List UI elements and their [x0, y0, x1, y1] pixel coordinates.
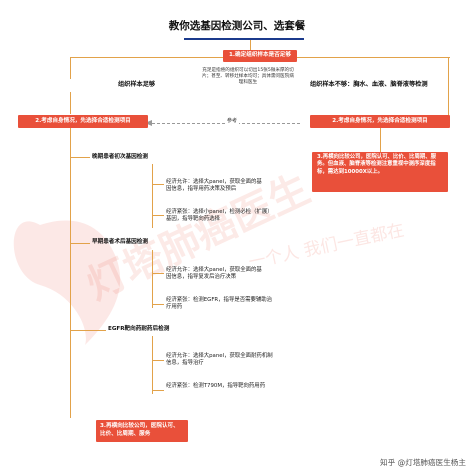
connector [70, 57, 71, 79]
early-post-label: 早期患者术后基因检测 [92, 239, 148, 245]
connector [152, 273, 164, 274]
connector [250, 40, 251, 50]
step3-bottom-box: 3.再横向比较公司，医院认可、比价、比周期、服务 [96, 420, 188, 442]
egfr-tight-text: 经济紧张：检测T790M，指导靶向药用药 [166, 383, 266, 389]
connector [152, 390, 164, 391]
connector [152, 215, 164, 216]
egfr-rich-text: 经济允许：选择大panel，获取全面耐药机制信息，指导治疗 [166, 353, 273, 367]
connector [448, 57, 449, 115]
step3-right-box: 3.再横向比较公司，医院认可、比价、比周期、服务。但血液、脑脊液等检测注意重视中… [312, 152, 448, 192]
late-rich-text: 经济允许：选择大panel，获取全面的基因信息，指导用药决策及预后 [166, 179, 262, 193]
connector [152, 336, 153, 394]
connector [152, 304, 164, 305]
connector [70, 157, 90, 158]
egfr-resist-label: EGFR靶向药耐药后检测 [108, 326, 170, 332]
connector [152, 164, 153, 228]
late-first-label: 晚期患者初次基因检测 [92, 154, 148, 160]
connector [152, 250, 153, 308]
heart-watermark-icon [13, 220, 121, 345]
early-tight-text: 经济紧张：检测EGFR，指导是否需要辅助治疗用药 [166, 297, 273, 311]
reference-label: 参考 [225, 117, 240, 124]
connector [152, 360, 164, 361]
step2-right-box: 2.考虑自身情况，先选择合适检测项目 [310, 115, 450, 128]
right-branch-label: 组织样本不够：胸水、血液、脑脊液等检测 [310, 81, 428, 88]
middle-note: 充足是指癌的组织可以切出15张5微米厚的切片；甚至、转移灶样本均可；具体需问医院… [202, 68, 294, 85]
early-rich-text: 经济允许：选择大panel，获取全面的基因信息，指导复发后治疗决策 [166, 267, 262, 281]
connector [70, 243, 90, 244]
late-tight-text: 经济紧张：选择小panel，检测必检（扩展）基因，指导靶向药选择 [166, 209, 273, 223]
footer-credit: 知乎 @灯塔肺癌医生杨主 [380, 458, 466, 467]
title-underline [184, 38, 304, 40]
connector [70, 92, 71, 114]
left-branch-label: 组织样本足够 [118, 81, 156, 88]
page-title: 教你选基因检测公司、选套餐 [168, 20, 306, 32]
reference-arrow-icon [145, 120, 152, 126]
connector [152, 184, 164, 185]
step1-box: 1.确定组织样本是否足够 [223, 50, 297, 62]
connector [70, 330, 106, 331]
step2-left-box: 2.考虑自身情况，先选择合适检测项目 [18, 115, 148, 128]
tree-trunk [70, 128, 71, 418]
connector [380, 128, 381, 152]
